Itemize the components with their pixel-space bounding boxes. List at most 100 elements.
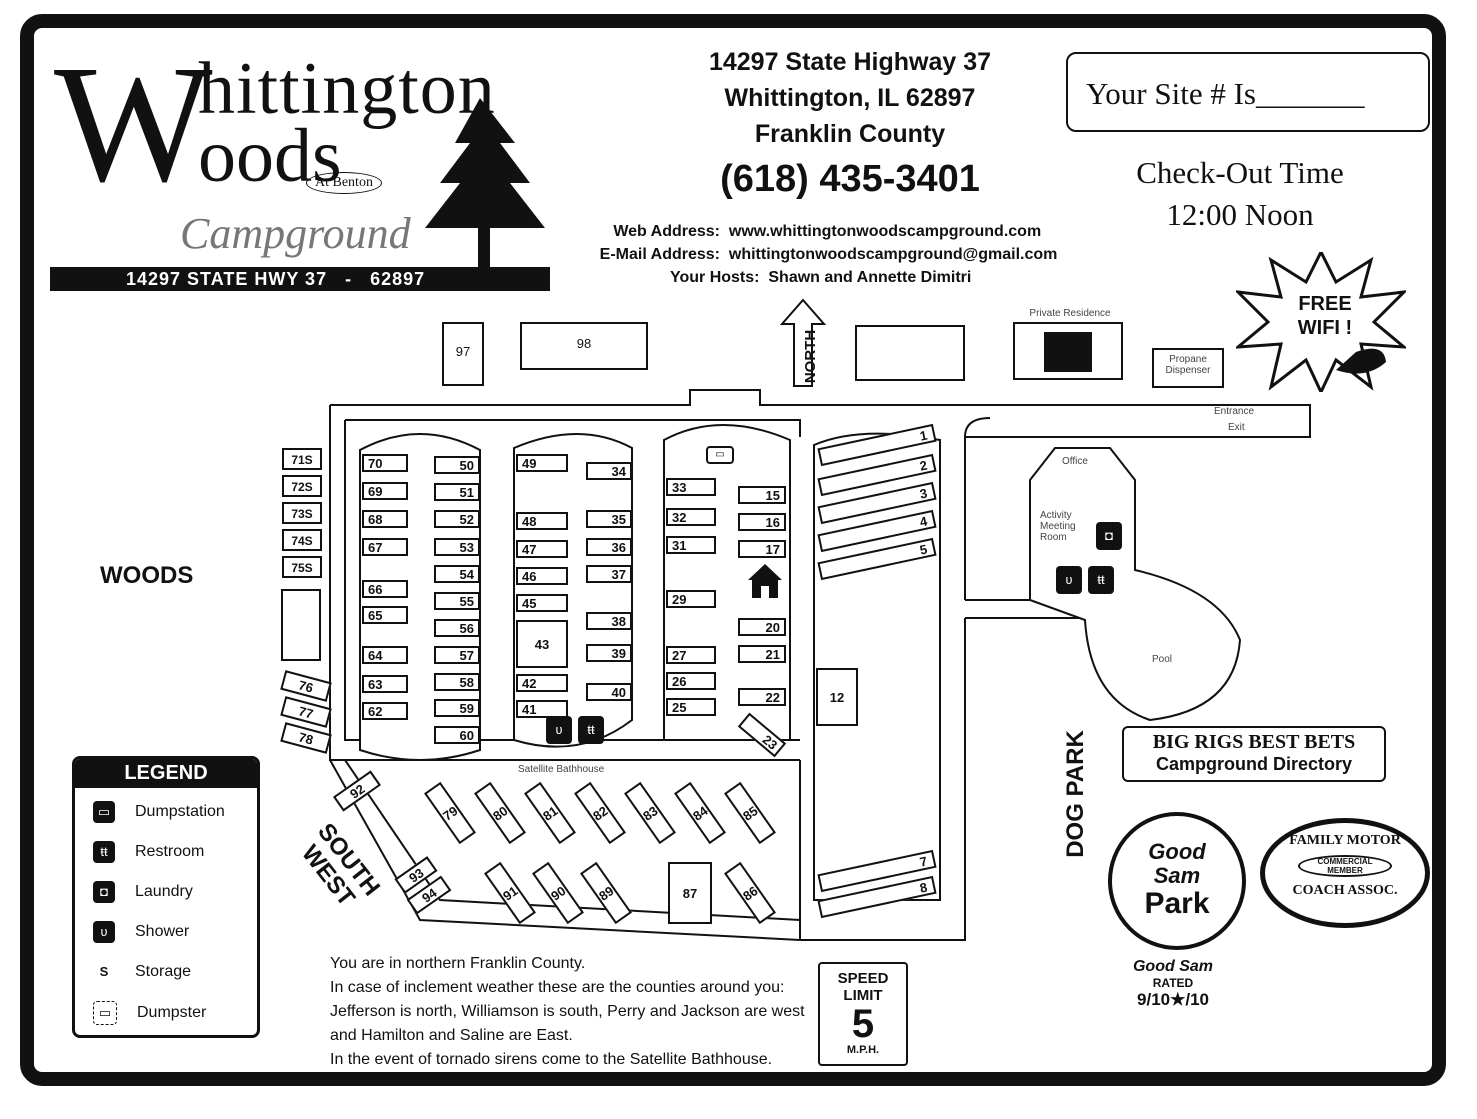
speed-limit-sign: SPEED LIMIT 5 M.P.H. xyxy=(818,962,908,1066)
office-label: Office xyxy=(1062,456,1088,467)
shower-icon: ʋ xyxy=(546,716,572,744)
site-62[interactable]: 62 xyxy=(362,702,408,720)
site-53[interactable]: 53 xyxy=(434,538,480,556)
site-26[interactable]: 26 xyxy=(666,672,716,690)
site-55[interactable]: 55 xyxy=(434,592,480,610)
weather-notes: You are in northern Franklin County. In … xyxy=(330,952,820,1072)
web-link[interactable]: www.whittingtonwoodscampground.com xyxy=(728,223,1042,240)
site-20[interactable]: 20 xyxy=(738,618,786,636)
site-22[interactable]: 22 xyxy=(738,688,786,706)
email-label: E-Mail Address: xyxy=(599,246,720,263)
site-38[interactable]: 38 xyxy=(586,612,632,630)
site-41[interactable]: 41 xyxy=(516,700,568,718)
site-29[interactable]: 29 xyxy=(666,590,716,608)
email-link[interactable]: whittingtonwoodscampground@gmail.com xyxy=(728,246,1058,263)
fmca-logo[interactable]: FAMILY MOTOR COMMERCIAL MEMBER COACH ASS… xyxy=(1260,818,1430,928)
site-97[interactable]: 97 xyxy=(442,322,484,386)
site-35[interactable]: 35 xyxy=(586,510,632,528)
north-arrow-icon xyxy=(780,298,826,387)
wifi-burst-icon xyxy=(1236,252,1406,392)
site-42[interactable]: 42 xyxy=(516,674,568,692)
site-17[interactable]: 17 xyxy=(738,540,786,558)
site-59[interactable]: 59 xyxy=(434,699,480,717)
site-37[interactable]: 37 xyxy=(586,565,632,583)
site-12[interactable]: 12 xyxy=(816,668,858,726)
pine-tree-icon xyxy=(425,98,545,268)
site-71s[interactable]: 71S xyxy=(282,448,322,470)
propane-dispenser: Propane Dispenser xyxy=(1152,348,1224,388)
site-74s[interactable]: 74S xyxy=(282,529,322,551)
site-56[interactable]: 56 xyxy=(434,619,480,637)
site-75s[interactable]: 75S xyxy=(282,556,322,578)
fmca-bottom: COACH ASSOC. xyxy=(1292,883,1398,898)
site-98-label: 98 xyxy=(576,336,592,351)
phone-number[interactable]: (618) 435-3401 xyxy=(720,158,980,200)
restroom-icon: ŧŧ xyxy=(93,841,115,863)
site-49[interactable]: 49 xyxy=(516,454,568,472)
site-51[interactable]: 51 xyxy=(434,483,480,501)
satellite-bathhouse-label: Satellite Bathhouse xyxy=(518,764,605,775)
satellite-bathhouse: ʋ ŧŧ xyxy=(546,716,612,746)
legend-laundry-label: Laundry xyxy=(135,883,193,901)
good-sam-rated: RATED xyxy=(1152,976,1194,990)
site-52[interactable]: 52 xyxy=(434,510,480,528)
big-rigs-badge[interactable]: BIG RIGS BEST BETS Campground Directory xyxy=(1122,726,1386,782)
logo-line1: hittington xyxy=(198,48,496,130)
site-54[interactable]: 54 xyxy=(434,565,480,583)
site-63[interactable]: 63 xyxy=(362,675,408,693)
site-68[interactable]: 68 xyxy=(362,510,408,528)
site-87[interactable]: 87 xyxy=(668,862,712,924)
site-40[interactable]: 40 xyxy=(586,683,632,701)
site-50[interactable]: 50 xyxy=(434,456,480,474)
good-sam-rated-brand: Good Sam xyxy=(1132,958,1213,975)
site-39[interactable]: 39 xyxy=(586,644,632,662)
site-16[interactable]: 16 xyxy=(738,513,786,531)
site-36[interactable]: 36 xyxy=(586,538,632,556)
site-47[interactable]: 47 xyxy=(516,540,568,558)
site-60[interactable]: 60 xyxy=(434,726,480,744)
site-48[interactable]: 48 xyxy=(516,512,568,530)
good-sam-line1: Good xyxy=(1148,839,1206,864)
shower-icon: ʋ xyxy=(93,921,115,943)
site-58[interactable]: 58 xyxy=(434,673,480,691)
note-1: You are in northern Franklin County. xyxy=(330,955,586,972)
site-46[interactable]: 46 xyxy=(516,567,568,585)
dog-park-label: DOG PARK xyxy=(1061,730,1089,858)
site-72s[interactable]: 72S xyxy=(282,475,322,497)
site-15[interactable]: 15 xyxy=(738,486,786,504)
site-21[interactable]: 21 xyxy=(738,645,786,663)
site-66[interactable]: 66 xyxy=(362,580,408,598)
logo-big-letter: W xyxy=(54,31,213,217)
site-65[interactable]: 65 xyxy=(362,606,408,624)
site-98[interactable]: 98 xyxy=(520,322,648,370)
site-34[interactable]: 34 xyxy=(586,462,632,480)
site-69[interactable]: 69 xyxy=(362,482,408,500)
site-64[interactable]: 64 xyxy=(362,646,408,664)
wifi-line2: WIFI ! xyxy=(1297,317,1353,339)
site-67[interactable]: 67 xyxy=(362,538,408,556)
propane-label: Propane Dispenser xyxy=(1165,354,1211,376)
site-57[interactable]: 57 xyxy=(434,646,480,664)
private-residence: Private Residence xyxy=(1013,308,1123,380)
good-sam-line3: Park xyxy=(1144,887,1210,920)
site-73s[interactable]: 73S xyxy=(282,502,322,524)
checkout-label: Check-Out Time xyxy=(1136,155,1344,190)
site-43[interactable]: 43 xyxy=(516,620,568,668)
site-33[interactable]: 33 xyxy=(666,478,716,496)
good-sam-line2: Sam xyxy=(1153,863,1201,888)
site-70[interactable]: 70 xyxy=(362,454,408,472)
site-25[interactable]: 25 xyxy=(666,698,716,716)
site-31[interactable]: 31 xyxy=(666,536,716,554)
good-sam-park-logo[interactable]: Good Sam Park xyxy=(1108,812,1246,950)
site-number-box: Your Site # Is_______ xyxy=(1066,52,1430,132)
site-45[interactable]: 45 xyxy=(516,594,568,612)
restroom-icon: ŧŧ xyxy=(578,716,604,744)
checkout-value: 12:00 Noon xyxy=(1166,197,1314,232)
site-32[interactable]: 32 xyxy=(666,508,716,526)
site-number-text: Your Site # Is_______ xyxy=(1086,76,1365,111)
legend-dumpstation: ▭Dumpstation xyxy=(93,801,225,823)
office-restroom-icon: ŧŧ xyxy=(1088,566,1114,594)
hosts-row: Your Hosts: Shawn and Annette Dimitri xyxy=(570,266,1170,289)
site-27[interactable]: 27 xyxy=(666,646,716,664)
